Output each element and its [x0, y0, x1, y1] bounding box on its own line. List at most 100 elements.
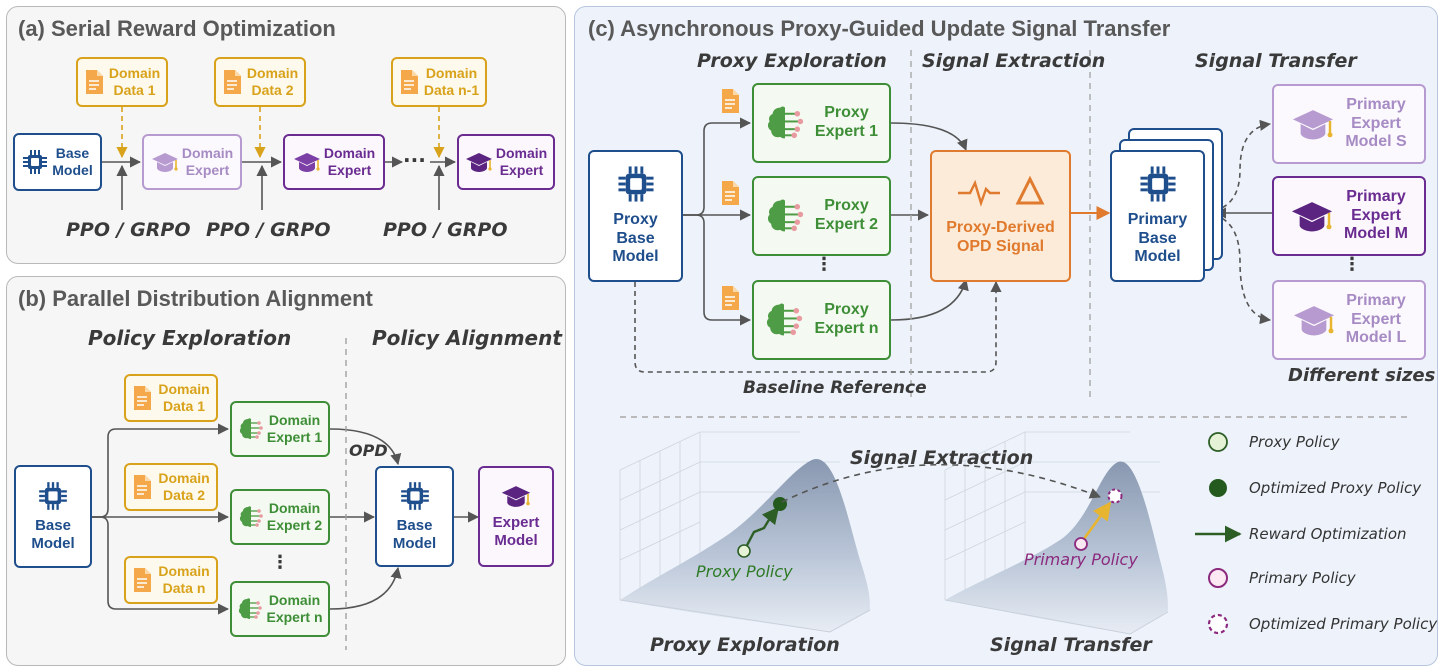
- domain-expert-label: Domain Expert: [181, 145, 234, 178]
- graduation-cap-icon: [1291, 202, 1333, 232]
- base-model-box: Base Model: [13, 133, 102, 191]
- algo-label: PPO / GRPO: [383, 219, 508, 241]
- graduation-cap-icon: [1293, 306, 1334, 336]
- domain-expert-box: Domain Expert: [283, 134, 385, 190]
- brain-icon: [767, 106, 804, 139]
- document-icon: [722, 286, 739, 310]
- domain-data-box: Domain Data 2: [214, 57, 306, 107]
- document-icon: [400, 70, 418, 94]
- domain-data-label: Domain Data 2: [158, 470, 210, 503]
- chip-icon: [23, 150, 48, 174]
- base-model-label: Base Model: [392, 516, 437, 552]
- graduation-cap-icon: [293, 153, 320, 172]
- primary-base-model-box: Primary Base Model: [1110, 150, 1205, 282]
- landscape-left: [619, 431, 871, 633]
- base-model-label: Base Model: [52, 145, 93, 178]
- base-model-box: Base Model: [375, 466, 454, 567]
- signal-delta-icon: [957, 175, 1044, 207]
- policy-alignment-heading: Policy Alignment: [372, 326, 562, 350]
- different-sizes-label: Different sizes: [1288, 365, 1436, 386]
- domain-data-box: Domain Data 2: [124, 463, 218, 511]
- domain-data-box: Domain Data 1: [76, 57, 168, 107]
- domain-expert-label: Domain Expert: [323, 145, 376, 178]
- chip-icon: [617, 166, 654, 202]
- domain-data-label: Domain Data 1: [158, 381, 210, 414]
- proxy-policy-label: Proxy Policy: [696, 562, 793, 581]
- domain-expert-box: Domain Expert: [142, 134, 242, 190]
- domain-data-box: Domain Data 1: [124, 374, 218, 422]
- vertical-ellipsis: ⋮: [815, 254, 833, 275]
- domain-expert-box: Domain Expert 2: [230, 489, 330, 545]
- domain-expert-box: Domain Expert n: [230, 581, 330, 637]
- primary-expert-box: Primary Expert Model M: [1272, 176, 1426, 256]
- domain-expert-box: Domain Expert 1: [230, 401, 330, 457]
- opd-signal-box: Proxy-Derived OPD Signal: [930, 150, 1071, 282]
- brain-icon: [239, 418, 263, 439]
- expert-model-box: Expert Model: [478, 466, 554, 567]
- graduation-cap-icon: [465, 153, 492, 172]
- domain-data-box: Domain Data n-1: [391, 57, 487, 107]
- chip-icon: [39, 481, 67, 510]
- graduation-cap-icon: [151, 153, 178, 172]
- opd-label: OPD: [349, 441, 388, 460]
- domain-data-label: Domain Data n-1: [423, 65, 480, 98]
- legend-primary-policy: Primary Policy: [1249, 569, 1356, 587]
- policy-exploration-heading: Policy Exploration: [88, 326, 292, 350]
- proxy-base-model-label: Proxy Base Model: [612, 210, 659, 266]
- opd-signal-label: Proxy-Derived OPD Signal: [946, 219, 1055, 255]
- brain-icon: [767, 303, 803, 336]
- algo-label: PPO / GRPO: [206, 219, 331, 241]
- document-icon: [85, 70, 103, 94]
- vertical-ellipsis: ⋮: [271, 552, 289, 573]
- brain-icon: [239, 506, 263, 527]
- expert-model-label: Expert Model: [492, 513, 540, 549]
- panel-c-title: (c) Asynchronous Proxy-Guided Update Sig…: [588, 16, 1171, 41]
- domain-expert-box: Domain Expert: [457, 134, 555, 190]
- base-model-label: Base Model: [31, 516, 75, 552]
- chip-icon: [400, 481, 429, 510]
- signal-extraction-heading: Signal Extraction: [922, 50, 1106, 72]
- panel-a-title: (a) Serial Reward Optimization: [18, 16, 336, 41]
- document-icon: [722, 181, 739, 205]
- legend-proxy-policy: Proxy Policy: [1249, 433, 1340, 451]
- graduation-cap-icon: [1293, 110, 1334, 140]
- document-icon: [134, 386, 152, 410]
- legend-reward-optimization: Reward Optimization: [1249, 525, 1407, 543]
- primary-expert-label: Primary Expert Model S: [1345, 95, 1407, 151]
- proxy-expert-box: Proxy Expert 1: [752, 83, 891, 163]
- legend-optimized-proxy-policy: Optimized Proxy Policy: [1249, 479, 1422, 497]
- primary-expert-label: Primary Expert Model M: [1344, 187, 1408, 243]
- primary-expert-box: Primary Expert Model S: [1272, 84, 1426, 164]
- brain-icon: [239, 598, 263, 619]
- legend-markers: [1195, 432, 1242, 635]
- legend-optimized-primary-policy: Optimized Primary Policy: [1249, 615, 1438, 633]
- proxy-expert-box: Proxy Expert 2: [752, 176, 891, 256]
- proxy-expert-box: Proxy Expert n: [752, 280, 891, 360]
- baseline-reference-label: Baseline Reference: [743, 378, 927, 398]
- domain-data-label: Domain Data 2: [246, 65, 299, 98]
- document-icon: [134, 568, 152, 592]
- proxy-expert-label: Proxy Expert n: [814, 301, 879, 337]
- domain-data-label: Domain Data n: [158, 563, 210, 596]
- document-icon: [223, 70, 241, 94]
- proxy-exploration-caption: Proxy Exploration: [650, 634, 840, 656]
- panel-b-title: (b) Parallel Distribution Alignment: [18, 286, 373, 311]
- algo-label: PPO / GRPO: [66, 219, 191, 241]
- primary-policy-label: Primary Policy: [1024, 550, 1138, 569]
- vertical-ellipsis: ⋮: [1343, 254, 1361, 275]
- primary-expert-label: Primary Expert Model L: [1345, 291, 1407, 347]
- domain-expert-label: Domain Expert n: [266, 592, 323, 625]
- signal-transfer-heading: Signal Transfer: [1195, 50, 1357, 72]
- domain-expert-label: Domain Expert 1: [266, 412, 323, 445]
- domain-expert-label: Domain Expert 2: [266, 500, 323, 533]
- base-model-box: Base Model: [14, 465, 92, 568]
- domain-expert-label: Domain Expert: [495, 145, 548, 178]
- signal-extraction-caption: Signal Extraction: [850, 447, 1034, 469]
- graduation-cap-icon: [501, 485, 531, 507]
- document-icon: [134, 475, 152, 499]
- brain-icon: [767, 199, 804, 232]
- proxy-base-model-box: Proxy Base Model: [588, 150, 683, 282]
- proxy-exploration-heading: Proxy Exploration: [697, 50, 887, 72]
- primary-expert-box: Primary Expert Model L: [1272, 280, 1426, 360]
